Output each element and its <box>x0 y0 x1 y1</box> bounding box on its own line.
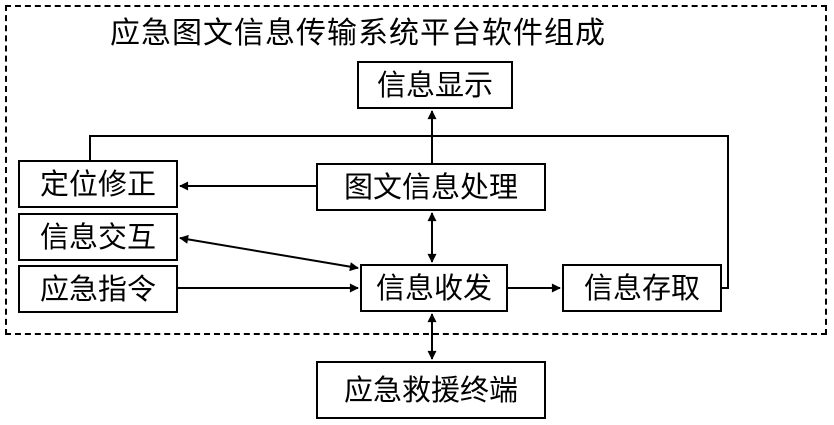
box-image-text-processing: 图文信息处理 <box>316 163 546 211</box>
line-positioning-to-loop <box>89 135 432 160</box>
box-information-storage: 信息存取 <box>562 264 722 312</box>
arrow-interaction-transceiver <box>179 234 359 272</box>
box-information-interaction: 信息交互 <box>18 213 178 261</box>
box-emergency-command: 应急指令 <box>18 265 178 313</box>
box-information-transceiver: 信息收发 <box>360 264 508 312</box>
box-position-correction: 定位修正 <box>18 160 178 208</box>
system-boundary <box>5 5 827 335</box>
box-emergency-rescue-terminal: 应急救援终端 <box>316 361 546 419</box>
diagram-title: 应急图文信息传输系统平台软件组成 <box>110 16 606 51</box>
arrow-storage-to-display-loop <box>432 135 729 289</box>
box-information-display: 信息显示 <box>357 61 513 109</box>
